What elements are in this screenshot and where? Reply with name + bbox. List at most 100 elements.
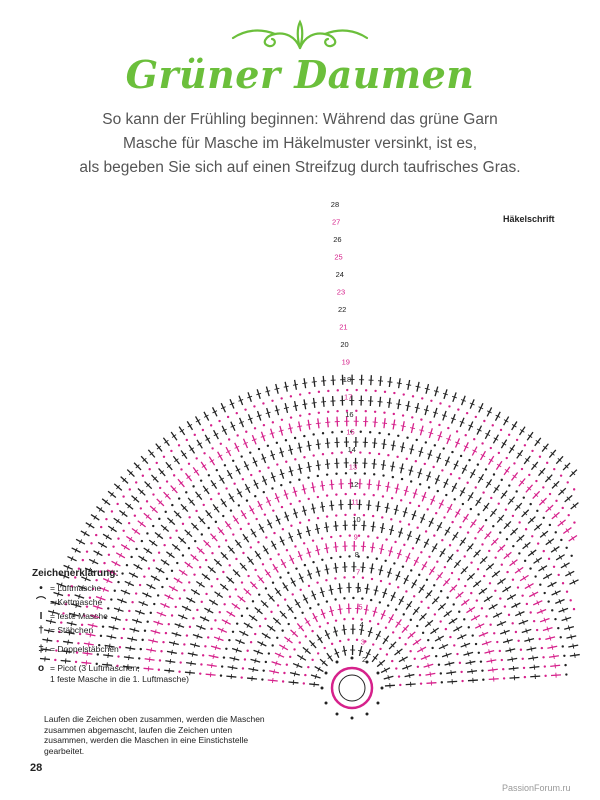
stitch-crossbar: [503, 419, 509, 423]
stitch-crossbar: [274, 387, 280, 390]
stitch-crossbar: [196, 633, 199, 639]
stitch-crossbar: [406, 534, 412, 537]
chain-dot: [148, 468, 151, 471]
stitch-crossbar: [457, 593, 462, 598]
stitch-crossbar: [311, 381, 317, 383]
stitch-crossbar: [452, 534, 458, 538]
stitch-crossbar: [234, 603, 238, 609]
stitch-crossbar: [204, 574, 208, 580]
chain-dot: [542, 549, 545, 553]
chain-dot: [384, 626, 388, 629]
chain-dot: [377, 452, 381, 456]
ring-loop-dot: [320, 686, 324, 690]
stitch-crossbar: [365, 652, 371, 656]
stitch-crossbar: [387, 381, 393, 383]
stitch-crossbar: [129, 645, 132, 651]
stitch-crossbar: [324, 568, 330, 571]
chain-dot: [223, 464, 227, 467]
stitch-crossbar: [469, 659, 472, 666]
chain-dot: [121, 572, 124, 575]
stitch-crossbar: [411, 582, 417, 586]
chain-dot: [174, 605, 177, 609]
stitch-crossbar: [380, 613, 386, 617]
stitch-crossbar: [304, 648, 309, 653]
stitch-crossbar: [253, 482, 259, 486]
chain-dot: [499, 531, 502, 534]
stitch-crossbar: [551, 644, 554, 650]
stitch-crossbar: [390, 465, 396, 468]
row-number: 23: [337, 288, 345, 297]
chain-dot: [355, 388, 358, 392]
stitch-crossbar: [447, 556, 453, 560]
chain-dot: [534, 575, 537, 578]
chain-dot: [403, 543, 406, 547]
chain-dot: [125, 563, 129, 567]
stitch-crossbar: [426, 474, 432, 478]
stitch-crossbar: [315, 549, 321, 552]
chain-dot: [464, 433, 467, 437]
stitch-crossbar: [262, 601, 267, 607]
stitch-crossbar: [181, 452, 187, 457]
chain-dot: [548, 492, 552, 496]
stitch-crossbar: [203, 414, 209, 418]
stitch-crossbar: [393, 508, 399, 511]
chain-dot: [553, 467, 556, 471]
chain-dot: [325, 578, 328, 582]
stitch-crossbar: [375, 505, 381, 508]
chain-dot: [424, 441, 428, 444]
stitch-crossbar: [411, 513, 417, 517]
stitch-crossbar: [522, 619, 525, 625]
chain-dot: [269, 557, 272, 561]
stitch-crossbar: [572, 503, 577, 509]
stitch-crossbar: [70, 556, 74, 562]
stitch-crossbar: [380, 464, 386, 466]
stitch-crossbar: [468, 494, 473, 499]
stitch-crossbar: [275, 660, 278, 666]
chain-dot: [262, 490, 265, 494]
chain-dot: [317, 411, 321, 414]
chain-dot: [542, 516, 545, 519]
chain-dot: [572, 607, 576, 611]
chain-dot: [246, 649, 249, 652]
stitch-crossbar: [473, 615, 478, 621]
chain-dot: [298, 478, 301, 481]
stitch-crossbar: [254, 658, 257, 664]
stitch-crossbar: [491, 604, 495, 610]
stitch-crossbar: [333, 567, 339, 569]
chain-dot: [271, 581, 275, 584]
chain-dot: [156, 594, 160, 597]
stitch-crossbar: [145, 514, 150, 519]
stitch-crossbar: [251, 531, 256, 535]
chain-dot: [420, 418, 423, 421]
chain-dot: [399, 520, 402, 523]
stitch-crossbar: [88, 567, 92, 573]
stitch-crossbar: [164, 493, 170, 498]
chain-dot: [457, 408, 460, 411]
chain-dot: [518, 552, 521, 555]
stitch-crossbar: [468, 574, 473, 579]
stitch-crossbar: [185, 605, 189, 611]
stitch-crossbar: [462, 467, 467, 471]
chain-dot: [239, 527, 243, 531]
chain-dot: [139, 647, 142, 651]
stitch-crossbar: [219, 477, 225, 482]
chain-dot: [408, 501, 412, 505]
stitch-crossbar: [367, 630, 373, 634]
stitch-crossbar: [212, 410, 218, 414]
chain-dot: [209, 424, 213, 427]
chain-dot: [449, 472, 453, 476]
stitch-crossbar: [378, 569, 384, 572]
chain-dot: [198, 566, 202, 569]
row-number: 21: [339, 323, 347, 332]
stitch-crossbar: [488, 458, 494, 463]
chain-dot: [299, 414, 302, 417]
chain-dot: [172, 474, 176, 477]
chain-dot: [281, 527, 285, 531]
stitch-crossbar: [306, 444, 312, 447]
chain-dot: [391, 475, 395, 479]
stitch-crossbar: [485, 533, 491, 538]
stitch-crossbar: [120, 598, 124, 604]
chain-dot: [463, 618, 466, 621]
chain-dot: [572, 488, 576, 491]
chain-dot: [58, 630, 61, 634]
